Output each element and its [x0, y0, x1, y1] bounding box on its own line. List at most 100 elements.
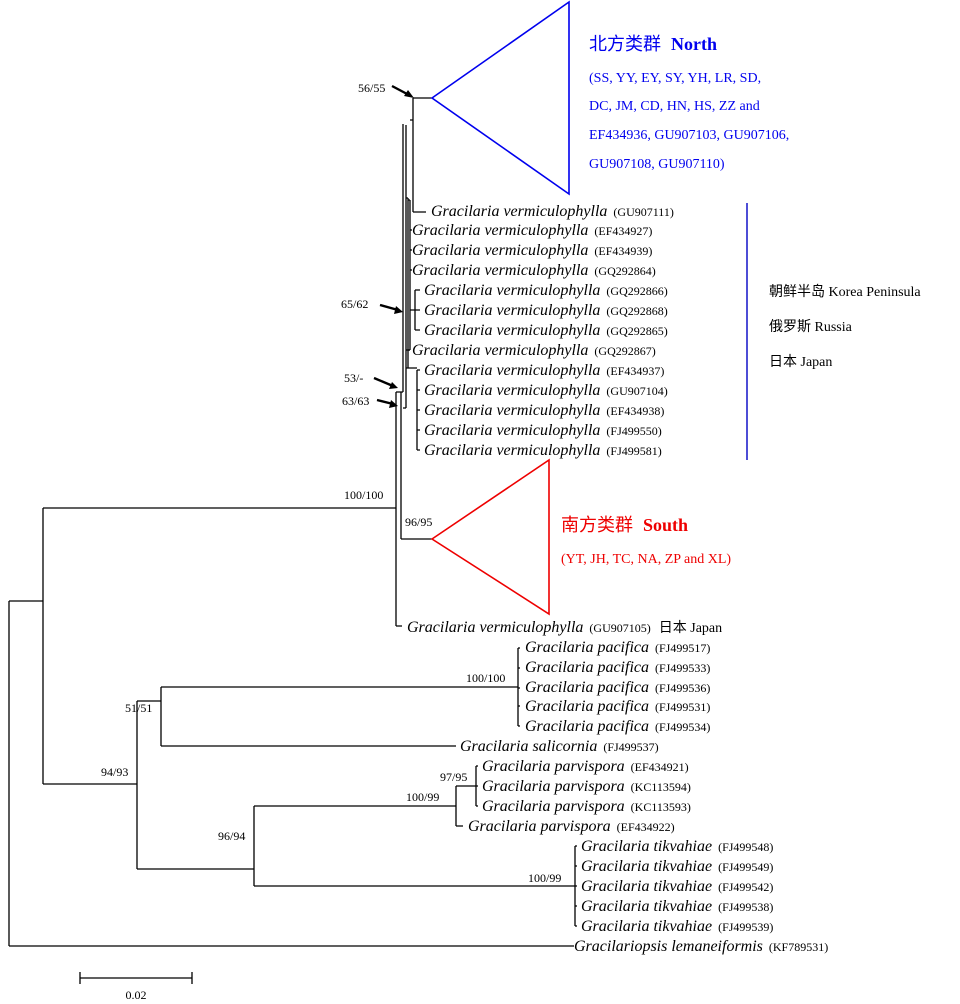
- north-group-en: North: [671, 34, 717, 54]
- taxon-name: Gracilaria tikvahiae: [581, 838, 712, 855]
- accession-number: (GU907105): [589, 621, 650, 635]
- taxon-label: Gracilaria tikvahiae (FJ499539): [581, 918, 773, 935]
- taxon-name: Gracilaria pacifica: [525, 639, 649, 656]
- taxon-label: Gracilaria vermiculophylla(EF434937): [424, 362, 664, 379]
- support-value: 53/-: [344, 371, 363, 385]
- accession-number: (GQ292867): [594, 344, 655, 358]
- south-group-cn: 南方类群: [561, 515, 633, 535]
- taxon-label: Gracilaria pacifica (FJ499533): [525, 659, 710, 676]
- taxon-name: Gracilaria salicornia: [460, 738, 597, 755]
- accession-number: (FJ499581): [606, 444, 661, 458]
- taxon-label: Gracilaria pacifica(FJ499534): [525, 718, 710, 735]
- accession-number: (EF434922): [617, 820, 675, 834]
- north-members-line: EF434936, GU907103, GU907106,: [589, 128, 789, 143]
- taxon-label: Gracilaria vermiculophylla (FJ499581): [424, 442, 662, 459]
- accession-number: (FJ499517): [655, 641, 710, 655]
- taxon-label: Gracilaria vermiculophylla(EF434939): [412, 242, 652, 259]
- taxon-name: Gracilaria vermiculophylla: [412, 262, 588, 279]
- accession-number: (KC113594): [631, 780, 691, 794]
- taxon-label: Gracilaria parvispora(KC113594): [482, 778, 691, 795]
- accession-number: (FJ499538): [718, 900, 773, 914]
- taxon-name: Gracilaria vermiculophylla: [424, 362, 600, 379]
- accession-number: (FJ499536): [655, 681, 710, 695]
- taxon-label: Gracilaria vermiculophylla(GQ292866): [424, 282, 668, 299]
- taxon-label: Gracilaria vermiculophylla(FJ499550): [424, 422, 662, 439]
- taxon-label: Gracilaria salicornia (FJ499537): [460, 738, 659, 755]
- taxon-name: Gracilaria pacifica: [525, 659, 649, 676]
- taxon-label: Gracilaria pacifica (FJ499517): [525, 639, 710, 656]
- taxon-label: Gracilaria tikvahiae(FJ499549): [581, 858, 773, 875]
- accession-number: (KC113593): [631, 800, 691, 814]
- taxon-name: Gracilaria vermiculophylla: [412, 242, 588, 259]
- taxon-label: Gracilaria vermiculophylla (EF434927): [412, 222, 652, 239]
- accession-number: (EF434921): [631, 760, 689, 774]
- taxon-label: Gracilaria vermiculophylla(GU907104): [424, 382, 668, 399]
- taxon-name: Gracilaria vermiculophylla: [424, 422, 600, 439]
- taxon-name: Gracilaria vermiculophylla: [412, 222, 588, 239]
- taxon-name: Gracilaria tikvahiae: [581, 918, 712, 935]
- taxon-name: Gracilaria tikvahiae: [581, 878, 712, 895]
- taxon-label: Gracilaria parvispora (KC113593): [482, 798, 691, 815]
- taxon-name: Gracilaria vermiculophylla: [412, 342, 588, 359]
- taxon-name: Gracilaria vermiculophylla: [424, 442, 600, 459]
- accession-number: (KF789531): [769, 940, 828, 954]
- south-clade-triangle: [430, 458, 550, 616]
- support-value: 96/94: [218, 829, 245, 843]
- taxon-name: Gracilaria pacifica: [525, 718, 649, 735]
- taxon-label: Gracilaria pacifica (FJ499531): [525, 698, 710, 715]
- accession-number: (FJ499539): [718, 920, 773, 934]
- taxon-name: Gracilaria vermiculophylla: [431, 203, 607, 220]
- taxon-label: Gracilaria parvispora(EF434921): [482, 758, 689, 775]
- taxon-name: Gracilaria vermiculophylla: [424, 302, 600, 319]
- taxon-name: Gracilaria pacifica: [525, 679, 649, 696]
- taxon-name: Gracilaria tikvahiae: [581, 858, 712, 875]
- taxon-name: Gracilaria parvispora: [482, 798, 625, 815]
- taxon-name: Gracilaria vermiculophylla: [424, 402, 600, 419]
- south-group-en: South: [643, 515, 688, 535]
- accession-number: (FJ499542): [718, 880, 773, 894]
- accession-number: (GU907104): [606, 384, 667, 398]
- accession-number: (FJ499537): [603, 740, 658, 754]
- north-group-cn: 北方类群: [589, 34, 661, 54]
- support-value: 56/55: [358, 81, 385, 95]
- north-clade-triangle: [430, 0, 570, 196]
- taxon-label: Gracilaria vermiculophylla (EF434938): [424, 402, 664, 419]
- accession-number: (GQ292864): [594, 264, 655, 278]
- support-value: 96/95: [405, 515, 432, 529]
- accession-number: (FJ499531): [655, 700, 710, 714]
- node-arrows: [373, 84, 414, 408]
- taxon-label: Gracilaria vermiculophylla(GQ292865): [424, 322, 668, 339]
- support-value: 65/62: [341, 297, 368, 311]
- north-members-line: (SS, YY, EY, SY, YH, LR, SD,: [589, 71, 761, 86]
- taxon-name: Gracilaria vermiculophylla: [407, 619, 583, 636]
- accession-number: (FJ499533): [655, 661, 710, 675]
- taxon-labels: Gracilaria vermiculophylla(GU907111)Grac…: [407, 203, 828, 955]
- scale-bar: 0.02: [79, 972, 193, 1002]
- accession-number: (EF434938): [606, 404, 664, 418]
- south-group-title: 南方类群 South: [561, 515, 688, 535]
- taxon-label: Gracilaria vermiculophylla (GQ292867): [412, 342, 656, 359]
- taxon-label: Gracilaria pacifica (FJ499536): [525, 679, 710, 696]
- taxon-region: 日本 Japan: [659, 620, 722, 636]
- taxon-label: Gracilaria vermiculophylla (GU907105) 日本 J…: [407, 619, 722, 636]
- taxon-name: Gracilaria parvispora: [468, 818, 611, 835]
- support-value: 100/99: [528, 871, 561, 885]
- accession-number: (EF434927): [594, 224, 652, 238]
- taxon-name: Gracilaria pacifica: [525, 698, 649, 715]
- accession-number: (GQ292865): [606, 324, 667, 338]
- accession-number: (FJ499548): [718, 840, 773, 854]
- taxon-label: Gracilaria tikvahiae (FJ499538): [581, 898, 773, 915]
- support-value: 100/99: [406, 790, 439, 804]
- taxon-label: Gracilaria vermiculophylla(GQ292868): [424, 302, 668, 319]
- taxon-label: Gracilaria vermiculophylla (GQ292864): [412, 262, 656, 279]
- taxon-label: Gracilariopsis lemaneiformis (KF789531): [574, 938, 828, 955]
- taxon-name: Gracilaria tikvahiae: [581, 898, 712, 915]
- taxon-name: Gracilariopsis lemaneiformis: [574, 938, 763, 955]
- region-label: 朝鲜半岛 Korea Peninsula: [769, 284, 921, 300]
- south-members: (YT, JH, TC, NA, ZP and XL): [561, 552, 731, 567]
- taxon-label: Gracilaria parvispora (EF434922): [468, 818, 675, 835]
- support-value: 97/95: [440, 770, 467, 784]
- support-value: 100/100: [344, 488, 383, 502]
- taxon-label: Gracilaria vermiculophylla(GU907111): [431, 203, 674, 220]
